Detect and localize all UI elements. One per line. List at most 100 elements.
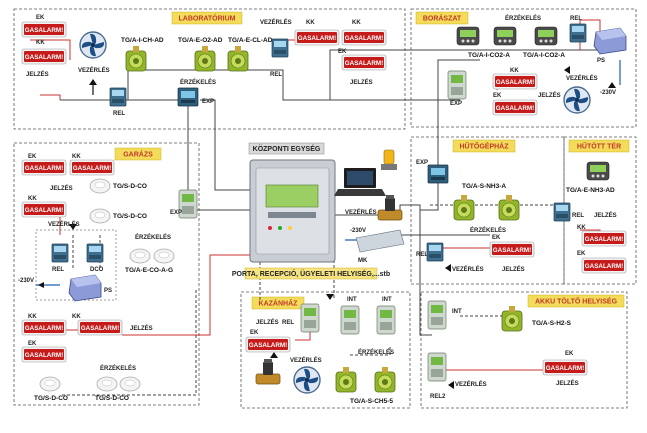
central-power-text: -230V (350, 228, 366, 234)
gar-dco-icon (86, 243, 104, 263)
gar-alarm-ek-2-text: GASALARM! (25, 352, 63, 359)
bor-erzekeles-text: ÉRZÉKELÉS (505, 14, 541, 22)
gar-kk-text: KK (72, 154, 81, 160)
hut-exp-icon (427, 164, 449, 184)
central-vezerles-text: VEZÉRLÉS (345, 208, 377, 216)
kaz-jelzes-text: JELZÉS (256, 318, 279, 326)
akku-sensor-icon (501, 305, 523, 332)
section-label-kazanhaz: KAZÁNHÁZ (251, 296, 305, 310)
gar-rel-text: REL (52, 267, 64, 273)
bor-rel-text: REL (570, 16, 582, 22)
kaz-int-1-icon (340, 305, 360, 335)
hut-rel-text: REL (416, 252, 428, 258)
bor-psu-icon (593, 27, 627, 55)
gar-kk-2-text: KK (28, 196, 37, 202)
lab-alarm-ek-2-text: GASALARM! (345, 60, 383, 67)
hutott-ter-label: HŰTÖTT TÉR (577, 142, 621, 151)
lab-kk-3-text: KK (352, 20, 361, 26)
akku-sensor-tag: TG/A-S-H2-S (532, 320, 572, 327)
sections-layer (13, 8, 637, 409)
kazanhaz-devices: JELZÉS REL EK GASALARM! VEZÉRLÉS INT INT… (245, 297, 396, 405)
bor-vezerles-text: VEZÉRLÉS (566, 74, 598, 82)
gar-erzekeles-text: ÉRZÉKELÉS (135, 233, 171, 241)
kazanhaz-label: KAZÁNHÁZ (259, 299, 299, 308)
akku-vezerles-text: VEZÉRLÉS (455, 380, 487, 388)
gar-psu-icon (68, 274, 102, 302)
akku-int-text: INT (452, 309, 462, 315)
ht-rel-text: REL (572, 213, 584, 219)
gar-sensor-5-tag: TG/S-D-CO (95, 395, 129, 402)
bor-sensor-2-icon (493, 26, 517, 46)
hutogephaz-label: HŰTŐGÉPHÁZ (460, 142, 510, 151)
kaz-sensor-tag: TG/A-S-CH5-5 (350, 398, 393, 405)
hut-ek-text: EK (492, 235, 501, 241)
hut-alarm-ek-text: GASALARM! (493, 247, 531, 254)
laboratorium-label: LABORATÓRIUM (178, 14, 235, 23)
bor-ps-text: PS (597, 58, 605, 64)
section-label-boraszat: BORÁSZAT (415, 11, 469, 25)
gar-erzekeles-2-text: ÉRZÉKELÉS (100, 364, 136, 372)
gar-smoke-7-icon (119, 376, 141, 392)
gar-dco-text: DCO (90, 267, 104, 273)
hut-sensor-1-tag: TG/A-S-NH3-A (462, 183, 506, 190)
section-label-laboratorium: LABORATÓRIUM (171, 11, 243, 25)
lab-alarm-kk-3-text: GASALARM! (345, 35, 383, 42)
akku-rel2-icon (427, 352, 447, 382)
kaz-relay-icon (300, 303, 320, 333)
hut-sensor-2-icon (498, 194, 520, 221)
central-caption: PORTA, RECEPCIÓ, ÜGYELETI HELYISÉG,...st… (232, 269, 390, 278)
bor-alarm-ek-text: GASALARM! (496, 105, 534, 112)
lab-erzekeles-text: ÉRZÉKELÉS (180, 78, 216, 86)
gar-alarm-kk-text: GASALARM! (73, 165, 111, 172)
hut-jelzes-text: JELZÉS (502, 265, 525, 273)
gar-smoke-1-icon (89, 178, 111, 194)
lab-vezerles-2-text: VEZÉRLÉS (260, 18, 292, 26)
central-mk-text: MK (358, 258, 368, 264)
kaz-erzekeles-text: ÉRZÉKELÉS (358, 348, 394, 356)
akku-alarm-ek-text: GASALARM! (546, 365, 584, 372)
lab-exp-text: EXP (202, 99, 214, 105)
lab-alarm-kk-text: GASALARM! (25, 54, 63, 61)
hut-relay-icon (426, 242, 444, 262)
akku-label: AKKU TÖLTŐ HELYISÉG (535, 297, 618, 306)
kaz-int-2-icon (376, 305, 396, 335)
gar-alarm-kk-4-text: GASALARM! (81, 325, 119, 332)
bor-sensor-3-icon (534, 26, 558, 46)
gar-relay-icon (51, 243, 69, 263)
bor-alarm-kk-text: GASALARM! (496, 79, 534, 86)
lab-ek-text: EK (36, 15, 45, 21)
bor-fan-icon (563, 86, 591, 114)
lab-relay-2-icon (271, 38, 289, 58)
lab-jelzes-text: JELZÉS (26, 70, 49, 78)
lab-alarm-kk-2-text: GASALARM! (298, 35, 336, 42)
ht-sensor-icon (586, 161, 610, 181)
lab-sensor-3-tag: TG/A-E-CL-AD (228, 37, 273, 44)
lab-sensor-2-icon (194, 45, 216, 72)
bor-sensor-1-tag: TG/A-I-CO2-A (468, 52, 510, 59)
section-label-garazs: GARÁZS (114, 147, 162, 161)
bor-exp-icon (447, 70, 467, 100)
gar-smoke-4-icon (153, 248, 175, 264)
lab-jelzes-2-text: JELZÉS (350, 78, 373, 86)
ht-ek-text: EK (577, 251, 586, 257)
gar-kk-3-text: KK (28, 314, 37, 320)
lab-alarm-ek-text: GASALARM! (25, 27, 63, 34)
ht-kk-text: KK (577, 225, 586, 231)
laboratorium-devices: EK GASALARM! KK GASALARM! JELZÉS VEZÉRLÉ… (21, 15, 387, 117)
akku-rel2-text: REL2 (430, 394, 446, 400)
kaz-sensor-1-icon (335, 366, 357, 393)
bor-exp-text: EXP (450, 101, 462, 107)
bor-relay-icon (569, 23, 587, 43)
lab-vezerles-text: VEZÉRLÉS (78, 66, 110, 74)
bor-ek-text: EK (493, 93, 502, 99)
garazs-devices: EK GASALARM! KK GASALARM! JELZÉS KK GASA… (18, 154, 198, 402)
section-label-hutogephaz: HŰTŐGÉPHÁZ (452, 139, 516, 153)
kaz-vezerles-text: VEZÉRLÉS (290, 356, 322, 364)
hut-vezerles-text: VEZÉRLÉS (452, 265, 484, 273)
lab-kk-2-text: KK (306, 20, 315, 26)
lab-kk-text: KK (36, 40, 45, 46)
gar-alarm-kk-2-text: GASALARM! (25, 207, 63, 214)
ht-alarm-ek-text: GASALARM! (585, 263, 623, 270)
lab-sensor-1-tag: TG/A-I-CH-AD (121, 37, 164, 44)
